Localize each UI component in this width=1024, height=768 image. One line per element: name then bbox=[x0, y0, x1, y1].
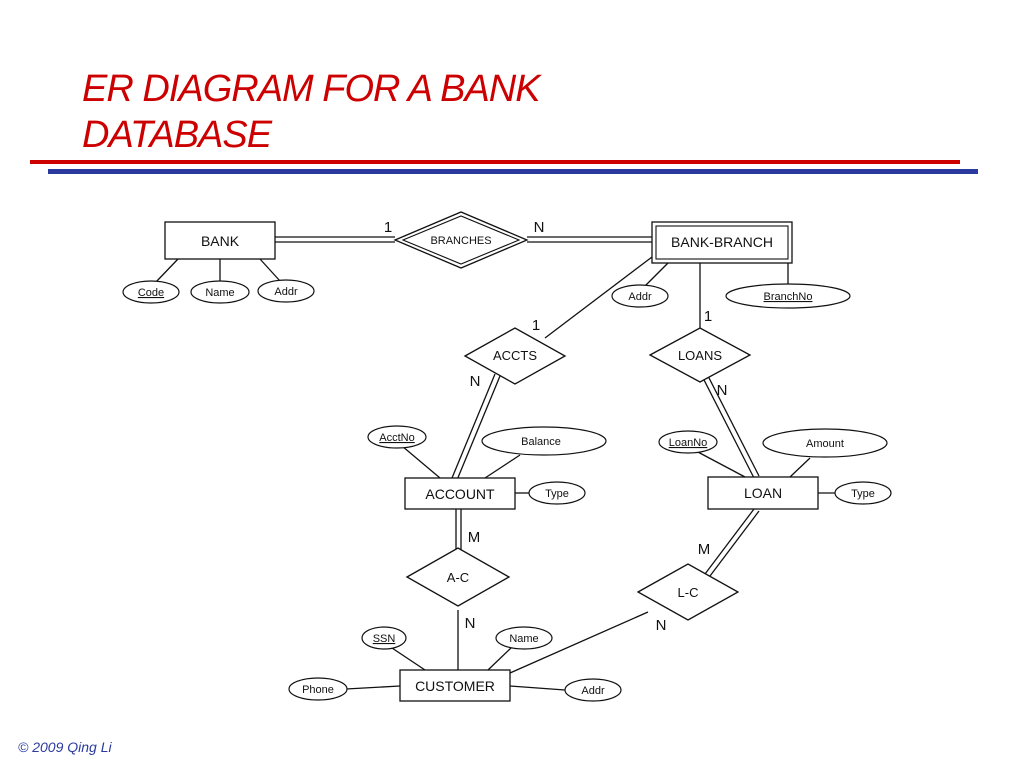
cardinality-bank-branches: 1 bbox=[384, 219, 392, 236]
attribute-branch-no: BranchNo bbox=[725, 283, 851, 309]
relationship-loans-label: LOANS bbox=[678, 348, 722, 363]
entity-loan-label: LOAN bbox=[744, 485, 782, 501]
cardinality-ac-customer: N bbox=[465, 615, 476, 632]
cardinality-account-ac: M bbox=[468, 529, 481, 546]
attribute-ssn: SSN bbox=[361, 626, 407, 650]
attribute-branch-addr-label: Addr bbox=[628, 291, 652, 303]
attribute-branch-addr: Addr bbox=[611, 284, 669, 308]
attribute-bank-code: Code bbox=[122, 280, 180, 304]
attribute-balance: Balance bbox=[481, 426, 607, 456]
relationship-ac-label: A-C bbox=[447, 570, 469, 585]
connectors bbox=[154, 236, 836, 691]
attribute-bank-addr-label: Addr bbox=[274, 286, 298, 298]
attribute-bank-name: Name bbox=[190, 280, 250, 304]
slide-title: ER DIAGRAM FOR A BANK DATABASE bbox=[82, 66, 541, 158]
entity-customer: CUSTOMER bbox=[399, 669, 511, 702]
relationship-lc: L-C bbox=[636, 563, 740, 621]
attribute-bank-name-label: Name bbox=[205, 287, 234, 299]
cardinality-branch-accts: 1 bbox=[532, 317, 540, 334]
attribute-ssn-label: SSN bbox=[373, 633, 396, 645]
attribute-loan-no-label: LoanNo bbox=[669, 437, 708, 449]
attribute-loan-no: LoanNo bbox=[658, 430, 718, 454]
attribute-account-type: Type bbox=[528, 481, 586, 505]
entity-account-label: ACCOUNT bbox=[425, 486, 495, 502]
title-rule-red bbox=[30, 160, 960, 164]
attribute-loan-type: Type bbox=[834, 481, 892, 505]
cardinality-branches-branch: N bbox=[534, 219, 545, 236]
relationship-lc-label: L-C bbox=[678, 585, 699, 600]
attribute-acct-no-label: AcctNo bbox=[379, 432, 414, 444]
attribute-phone-label: Phone bbox=[302, 684, 334, 696]
attribute-branch-no-label: BranchNo bbox=[764, 291, 813, 303]
attribute-balance-label: Balance bbox=[521, 436, 561, 448]
entity-bank-label: BANK bbox=[201, 233, 240, 249]
attribute-bank-addr: Addr bbox=[257, 279, 315, 303]
attribute-amount: Amount bbox=[762, 428, 888, 458]
relationship-branches: BRANCHES bbox=[393, 211, 529, 269]
cardinality-accts-account: N bbox=[470, 373, 481, 390]
entity-bank-branch-label: BANK-BRANCH bbox=[671, 234, 773, 250]
title-rule-blue bbox=[48, 169, 978, 174]
attribute-customer-name-label: Name bbox=[509, 633, 538, 645]
entity-bank: BANK bbox=[164, 221, 276, 260]
attribute-customer-addr-label: Addr bbox=[581, 685, 605, 697]
entity-loan: LOAN bbox=[707, 476, 819, 510]
cardinality-branch-loans: 1 bbox=[704, 308, 712, 325]
cardinality-loan-lc: M bbox=[698, 541, 711, 558]
cardinality-loans-loan: N bbox=[717, 382, 728, 399]
attribute-amount-label: Amount bbox=[806, 438, 844, 450]
attribute-bank-code-label: Code bbox=[138, 287, 164, 299]
slide-title-line-1: ER DIAGRAM FOR A BANK bbox=[82, 68, 541, 110]
entity-customer-label: CUSTOMER bbox=[415, 678, 495, 694]
attribute-customer-addr: Addr bbox=[564, 678, 622, 702]
entity-account: ACCOUNT bbox=[404, 477, 516, 510]
entity-bank-branch: BANK-BRANCH bbox=[651, 221, 793, 264]
relationship-branches-label: BRANCHES bbox=[430, 235, 491, 247]
slide-title-line-2: DATABASE bbox=[82, 114, 272, 156]
relationship-ac: A-C bbox=[405, 547, 511, 607]
cardinality-lc-customer: N bbox=[656, 617, 667, 634]
attribute-acct-no: AcctNo bbox=[367, 425, 427, 449]
copyright-footer: © 2009 Qing Li bbox=[18, 739, 112, 755]
attribute-phone: Phone bbox=[288, 677, 348, 701]
relationship-accts: ACCTS bbox=[463, 327, 567, 385]
relationship-loans: LOANS bbox=[648, 327, 752, 383]
attribute-account-type-label: Type bbox=[545, 488, 569, 500]
attribute-customer-name: Name bbox=[495, 626, 553, 650]
attribute-loan-type-label: Type bbox=[851, 488, 875, 500]
relationship-accts-label: ACCTS bbox=[493, 348, 537, 363]
